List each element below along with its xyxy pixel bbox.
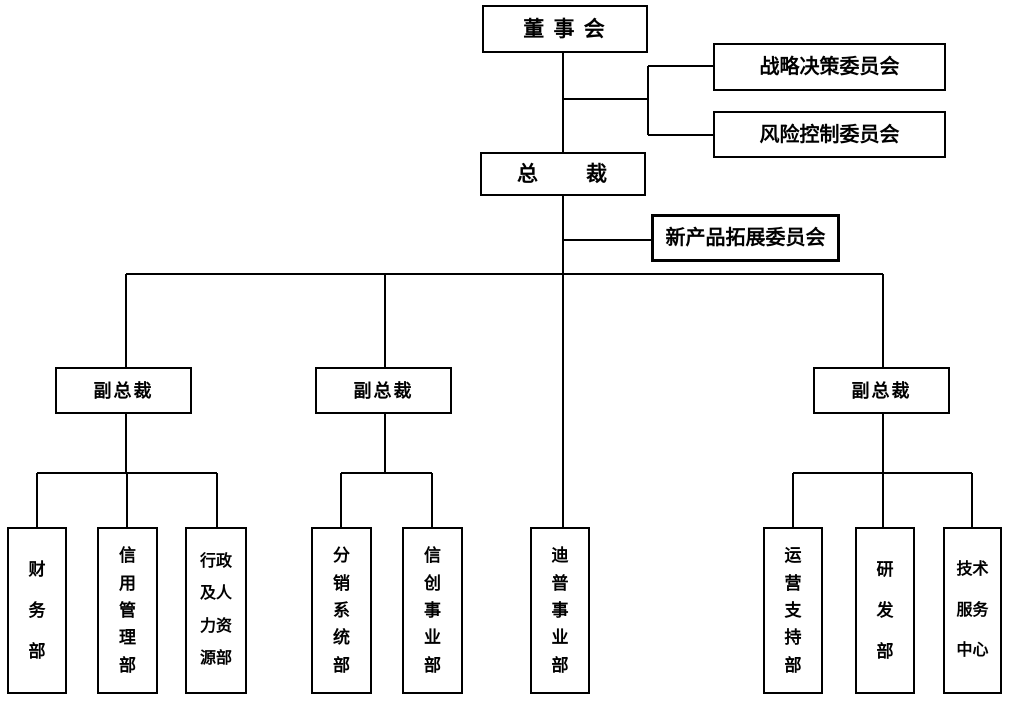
- node-dept-rnd: 研 发 部: [855, 527, 915, 694]
- node-strategy-committee: 战略决策委员会: [713, 43, 946, 91]
- node-dept-operations-support-line: 部: [784, 655, 802, 675]
- node-dept-credit-management: 信 用 管 理 部: [97, 527, 158, 694]
- node-dept-xinchuang-business-line: 事: [424, 600, 441, 620]
- node-dept-xinchuang-business-line: 业: [424, 628, 441, 648]
- node-dept-dipu-business-line: 迪: [551, 546, 569, 566]
- node-vp-1-label: 副总裁: [93, 380, 154, 401]
- node-dept-xinchuang-business-line: 信: [424, 546, 441, 566]
- node-dept-rnd-line: 部: [876, 642, 894, 661]
- node-risk-committee: 风险控制委员会: [713, 111, 946, 158]
- node-dept-distribution-systems-line: 部: [333, 655, 350, 675]
- node-vp-2: 副总裁: [315, 367, 452, 414]
- node-dept-admin-hr: 行政 及人 力资 源部: [185, 527, 247, 694]
- node-dept-credit-management-line: 信: [119, 546, 136, 566]
- node-risk-committee-label: 风险控制委员会: [759, 123, 900, 146]
- node-new-product-committee: 新产品拓展委员会: [651, 214, 840, 262]
- node-dept-tech-service-center: 技术 服务 中心: [943, 527, 1002, 694]
- node-dept-distribution-systems: 分 销 系 统 部: [311, 527, 372, 694]
- node-dept-distribution-systems-line: 分: [333, 546, 350, 566]
- node-dept-distribution-systems-line: 销: [333, 573, 350, 593]
- node-dept-xinchuang-business: 信 创 事 业 部: [402, 527, 463, 694]
- node-dept-operations-support: 运 营 支 持 部: [763, 527, 823, 694]
- node-vp-2-label: 副总裁: [353, 380, 414, 401]
- node-strategy-committee-label: 战略决策委员会: [759, 56, 900, 78]
- node-dept-tech-service-center-line: 中心: [956, 642, 989, 660]
- node-new-product-committee-label: 新产品拓展委员会: [665, 227, 826, 249]
- node-dept-finance-line: 财: [28, 560, 46, 579]
- node-vp-3: 副总裁: [813, 367, 950, 414]
- node-president: 总 裁: [480, 152, 646, 196]
- node-dept-finance-line: 务: [28, 601, 46, 620]
- node-dept-rnd-line: 研: [876, 560, 894, 579]
- node-board: 董 事 会: [482, 5, 648, 53]
- node-dept-finance-line: 部: [28, 642, 46, 661]
- node-dept-distribution-systems-line: 系: [333, 600, 350, 620]
- node-dept-dipu-business-line: 事: [551, 600, 569, 620]
- node-board-label: 董 事 会: [523, 16, 607, 41]
- node-dept-credit-management-line: 管: [119, 600, 136, 620]
- node-dept-finance: 财 务 部: [7, 527, 67, 694]
- node-dept-credit-management-line: 理: [119, 628, 136, 648]
- node-dept-dipu-business-line: 业: [551, 628, 569, 648]
- node-dept-operations-support-line: 营: [784, 573, 802, 593]
- node-dept-admin-hr-line: 力资: [199, 617, 232, 635]
- node-dept-admin-hr-line: 行政: [199, 552, 232, 570]
- node-dept-admin-hr-line: 及人: [199, 585, 232, 603]
- node-dept-admin-hr-line: 源部: [199, 650, 232, 668]
- node-dept-xinchuang-business-line: 部: [424, 655, 441, 675]
- node-dept-distribution-systems-line: 统: [333, 628, 350, 648]
- node-dept-dipu-business-line: 部: [551, 655, 569, 675]
- node-vp-1: 副总裁: [55, 367, 192, 414]
- node-dept-dipu-business: 迪 普 事 业 部: [530, 527, 590, 694]
- node-dept-tech-service-center-line: 服务: [956, 601, 989, 619]
- node-president-label: 总 裁: [517, 161, 609, 186]
- node-dept-operations-support-line: 支: [784, 600, 802, 620]
- node-dept-operations-support-line: 运: [784, 546, 802, 566]
- node-dept-credit-management-line: 部: [119, 655, 136, 675]
- node-dept-tech-service-center-line: 技术: [956, 560, 989, 578]
- node-vp-3-label: 副总裁: [851, 380, 912, 401]
- node-dept-rnd-line: 发: [876, 601, 894, 620]
- node-dept-credit-management-line: 用: [119, 573, 136, 593]
- node-dept-operations-support-line: 持: [784, 628, 802, 648]
- node-dept-dipu-business-line: 普: [551, 573, 569, 593]
- node-dept-xinchuang-business-line: 创: [424, 573, 441, 593]
